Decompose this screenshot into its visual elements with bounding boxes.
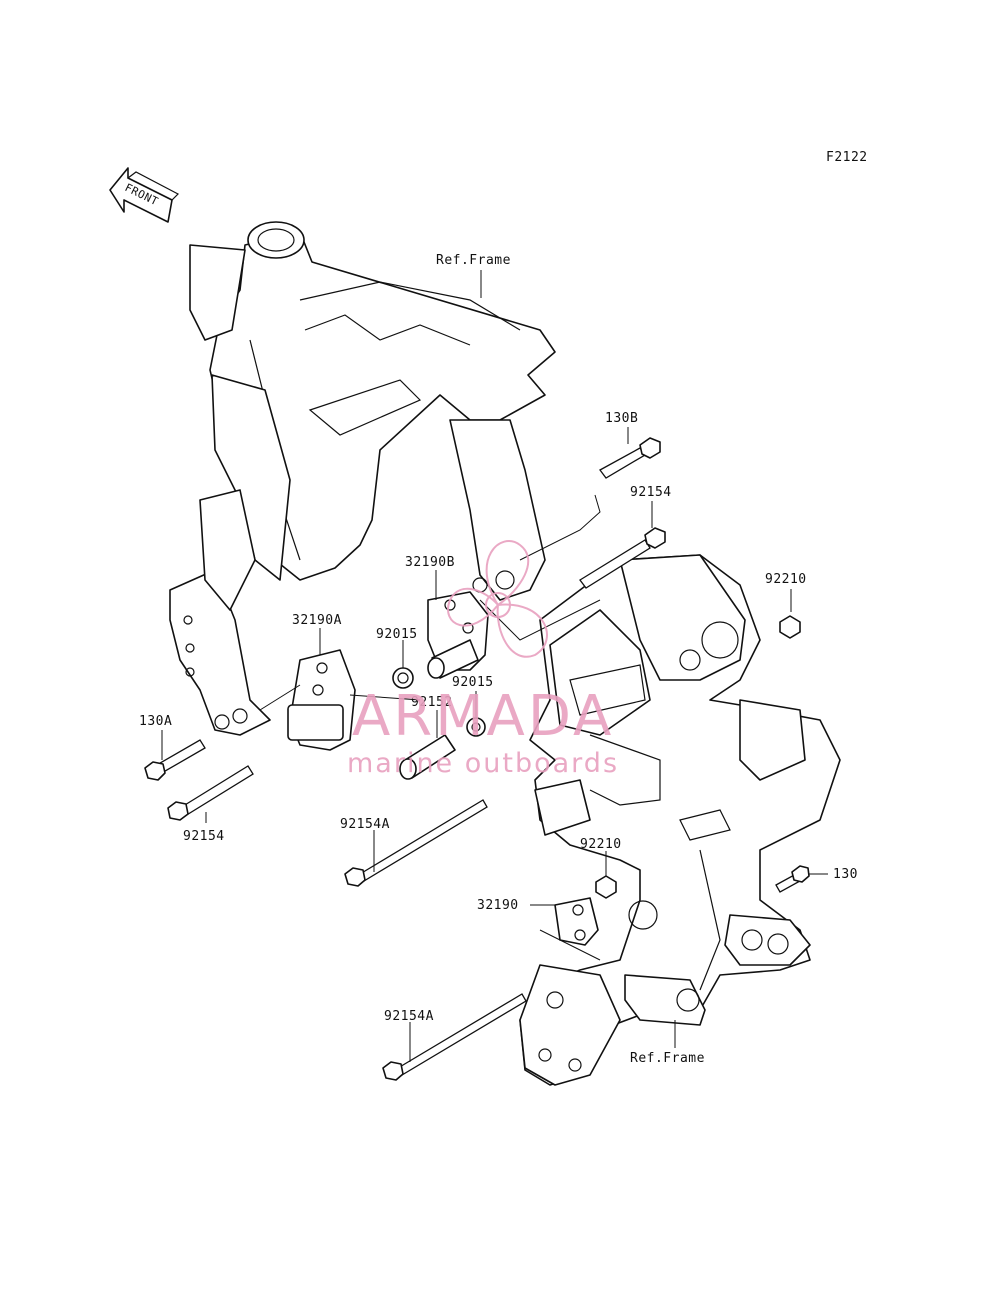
label-130: 130 xyxy=(833,867,858,882)
label-92210-bottom: 92210 xyxy=(580,837,622,852)
label-92154-top: 92154 xyxy=(630,485,672,500)
propeller-logo-icon xyxy=(447,540,548,658)
label-ref-frame-top: Ref.Frame xyxy=(436,253,511,268)
bracket-32190a xyxy=(287,649,356,751)
label-92152: 92152 xyxy=(411,695,453,710)
label-92210-top: 92210 xyxy=(765,572,807,587)
watermark-tagline: marine outboards xyxy=(347,748,619,779)
label-32190a: 32190A xyxy=(292,613,342,628)
label-92154-left: 92154 xyxy=(183,829,225,844)
label-ref-frame-bottom: Ref.Frame xyxy=(630,1051,705,1066)
bolt-92154-top xyxy=(579,527,666,589)
bracket-32190 xyxy=(554,897,599,946)
label-92154a-bottom: 92154A xyxy=(384,1009,434,1024)
label-32190: 32190 xyxy=(477,898,519,913)
figure-code: F2122 xyxy=(826,150,868,165)
collar-92015-b xyxy=(466,717,486,737)
bolt-130 xyxy=(775,865,810,893)
label-130b: 130B xyxy=(605,411,638,426)
armada-watermark: ARMADA marine outboards xyxy=(347,540,619,779)
label-130a: 130A xyxy=(139,714,172,729)
bolt-92154a-bottom xyxy=(382,993,527,1081)
bolt-130a xyxy=(144,739,206,781)
nut-92210-top xyxy=(779,615,801,639)
label-92154a-mid: 92154A xyxy=(340,817,390,832)
spacer-92152 xyxy=(399,734,456,780)
front-arrow-icon: FRONT xyxy=(109,167,180,223)
nut-92210-bottom xyxy=(595,875,617,899)
watermark-brand: ARMADA xyxy=(352,684,614,749)
lower-frame xyxy=(519,554,841,1086)
spacer-upper xyxy=(427,639,479,679)
bolt-92154-left xyxy=(167,765,254,821)
upper-frame xyxy=(169,221,556,736)
label-32190b: 32190B xyxy=(405,555,455,570)
bolt-92154a-mid xyxy=(344,799,488,887)
bolt-130b xyxy=(599,437,661,479)
label-92015-a: 92015 xyxy=(376,627,418,642)
label-92015-b: 92015 xyxy=(452,675,494,690)
leader-lines xyxy=(161,270,828,1062)
